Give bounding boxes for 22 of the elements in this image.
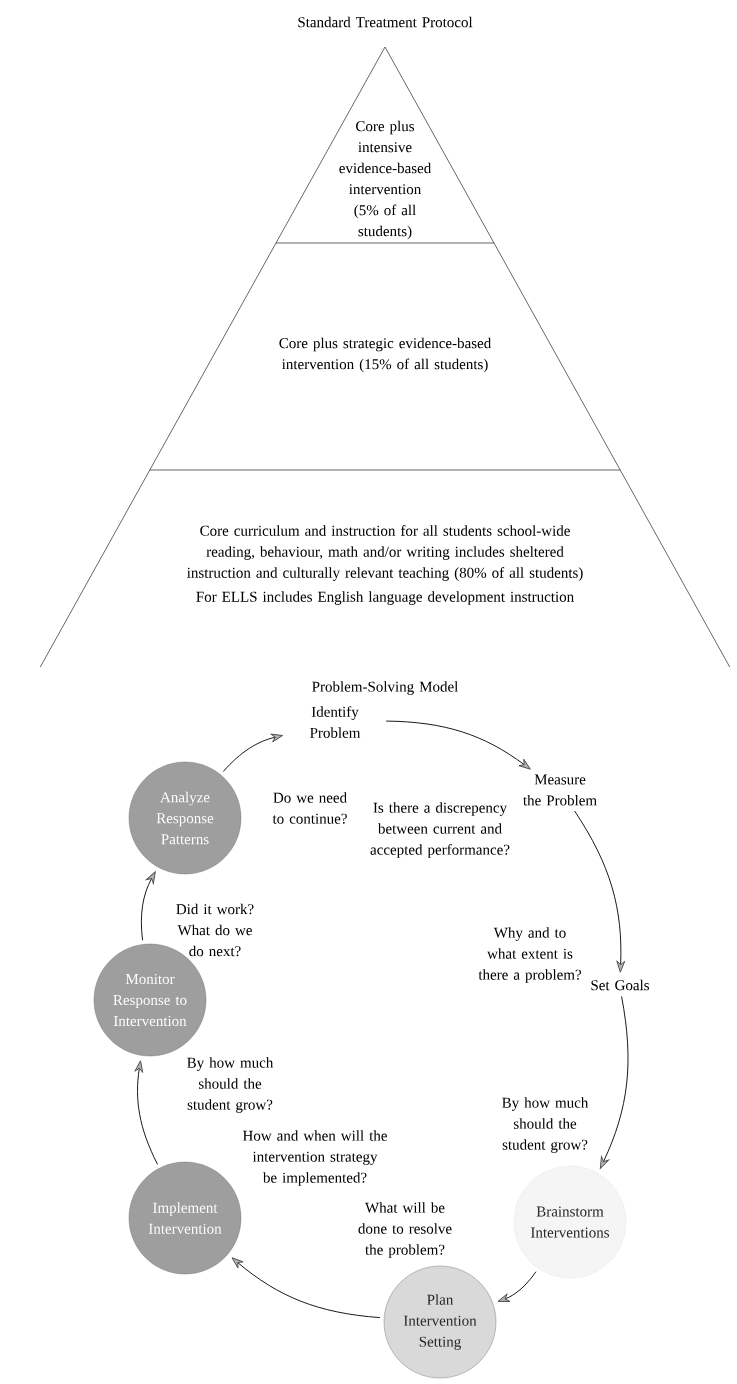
- arrow: [574, 810, 626, 973]
- question-text: By how much should the student grow?: [187, 1057, 274, 1113]
- arrow: [140, 871, 156, 941]
- pyramid-tier: Core plus strategic evidence-based intervention (15% of all students): [149, 242, 621, 471]
- heading: Problem-Solving Model: [312, 681, 459, 695]
- pyramid-tier: Core curriculum and instruction for all students school-wide reading, behaviour, math and/or writing includes sheltered instruction and culturally relevant teaching (80% of all students) For ELLS includes English language development instruction: [40, 469, 730, 668]
- question-text: How and when will the intervention strategy be implemented?: [242, 1130, 387, 1186]
- heading: Standard Treatment Protocol: [298, 16, 473, 28]
- pyramid-tier: Core plus intensive evidence-based intervention (5% of all students): [275, 46, 495, 244]
- arrow: [599, 995, 629, 1169]
- question-text: Do we need to continue?: [272, 792, 347, 824]
- step-label: Measure the Problem: [523, 774, 597, 806]
- step-label: Identify Problem: [310, 706, 361, 738]
- question-text: What will be done to resolve the problem?: [358, 1202, 452, 1258]
- question-text: Is there a discrepency between current and accepted performance?: [370, 802, 510, 858]
- question-text: Why and to what extent is there a problem?: [478, 927, 582, 983]
- arrow: [497, 1271, 537, 1302]
- arrow: [222, 733, 284, 772]
- step-label: Set Goals: [591, 979, 650, 991]
- arrow: [231, 1257, 381, 1319]
- arrow: [385, 720, 531, 770]
- arrow: [134, 1060, 158, 1165]
